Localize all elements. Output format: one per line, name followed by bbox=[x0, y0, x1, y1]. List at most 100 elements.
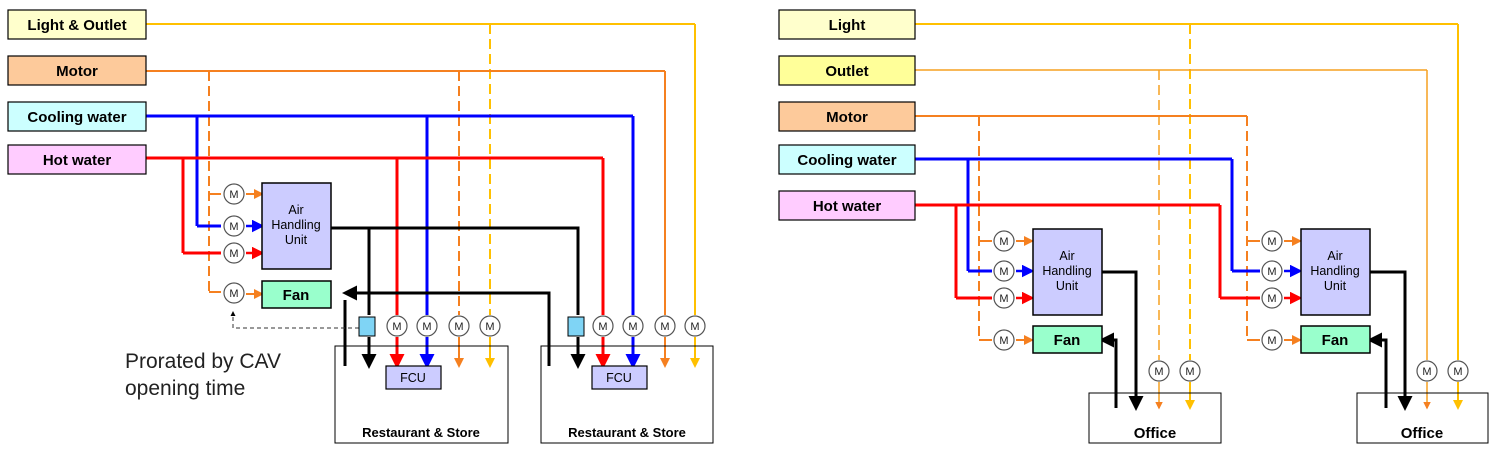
left-diagram: Light & Outlet Motor Cooling water Hot w… bbox=[7, 9, 714, 444]
svg-text:M: M bbox=[229, 288, 238, 300]
meter-icon: M bbox=[1148, 360, 1170, 382]
cav-box-1 bbox=[358, 316, 376, 337]
svg-text:Handling: Handling bbox=[1042, 264, 1091, 278]
svg-text:M: M bbox=[999, 293, 1008, 305]
svg-text:M: M bbox=[454, 321, 463, 333]
svg-text:M: M bbox=[999, 335, 1008, 347]
meter-icon: M bbox=[223, 215, 245, 237]
svg-text:M: M bbox=[1185, 366, 1194, 378]
meter-icon: M bbox=[993, 260, 1015, 282]
svg-text:Handling: Handling bbox=[1310, 264, 1359, 278]
meter-icon: M bbox=[1416, 360, 1438, 382]
svg-text:M: M bbox=[598, 321, 607, 333]
left-room-1: Restaurant & Store bbox=[334, 345, 509, 444]
right-office-2: Office bbox=[1356, 392, 1489, 444]
svg-text:M: M bbox=[690, 321, 699, 333]
svg-text:M: M bbox=[485, 321, 494, 333]
svg-text:Cooling water: Cooling water bbox=[27, 109, 126, 126]
svg-text:Restaurant & Store: Restaurant & Store bbox=[362, 425, 480, 440]
svg-text:M: M bbox=[999, 266, 1008, 278]
svg-text:Light: Light bbox=[829, 17, 866, 34]
meter-icon: M bbox=[1179, 360, 1201, 382]
svg-text:Office: Office bbox=[1401, 425, 1444, 442]
svg-text:Prorated by CAV: Prorated by CAV bbox=[125, 350, 281, 373]
left-air-handling-unit: Air Handling Unit bbox=[261, 182, 332, 270]
svg-text:Hot water: Hot water bbox=[43, 152, 112, 169]
meter-icon: M bbox=[1261, 287, 1283, 309]
svg-text:FCU: FCU bbox=[606, 371, 632, 385]
left-fan: Fan bbox=[261, 280, 332, 309]
meter-icon: M bbox=[223, 282, 245, 304]
svg-text:M: M bbox=[1267, 335, 1276, 347]
svg-text:M: M bbox=[628, 321, 637, 333]
svg-text:Restaurant & Store: Restaurant & Store bbox=[568, 425, 686, 440]
svg-text:Hot water: Hot water bbox=[813, 198, 882, 215]
left-utility-light-outlet: Light & Outlet bbox=[7, 9, 147, 40]
left-utility-cooling-water: Cooling water bbox=[7, 101, 147, 132]
right-air-handling-unit-2: Air Handling Unit bbox=[1300, 228, 1371, 316]
svg-text:Air: Air bbox=[288, 203, 303, 217]
svg-text:Unit: Unit bbox=[1056, 279, 1079, 293]
meter-icon: M bbox=[1261, 260, 1283, 282]
meter-icon: M bbox=[223, 242, 245, 264]
meter-icon: M bbox=[448, 315, 470, 337]
svg-text:M: M bbox=[1154, 366, 1163, 378]
svg-text:Outlet: Outlet bbox=[825, 63, 868, 80]
svg-text:M: M bbox=[1267, 293, 1276, 305]
svg-text:Handling: Handling bbox=[271, 218, 320, 232]
right-utility-hot-water: Hot water bbox=[778, 190, 916, 221]
right-utility-light: Light bbox=[778, 9, 916, 40]
meter-icon: M bbox=[993, 230, 1015, 252]
right-fan-2: Fan bbox=[1300, 325, 1371, 354]
cav-note: Prorated by CAV opening time bbox=[125, 350, 281, 400]
right-utility-motor: Motor bbox=[778, 101, 916, 132]
meter-icon: M bbox=[592, 315, 614, 337]
svg-text:M: M bbox=[229, 248, 238, 260]
right-office-1: Office bbox=[1088, 392, 1222, 444]
meter-icon: M bbox=[479, 315, 501, 337]
svg-text:Cooling water: Cooling water bbox=[797, 152, 896, 169]
meter-icon: M bbox=[993, 287, 1015, 309]
svg-text:M: M bbox=[392, 321, 401, 333]
meter-icon: M bbox=[993, 329, 1015, 351]
meter-icon: M bbox=[1447, 360, 1469, 382]
svg-text:M: M bbox=[1267, 266, 1276, 278]
svg-text:Fan: Fan bbox=[1054, 332, 1081, 349]
svg-text:M: M bbox=[422, 321, 431, 333]
left-utility-motor: Motor bbox=[7, 55, 147, 86]
svg-text:Air: Air bbox=[1059, 249, 1074, 263]
svg-text:Unit: Unit bbox=[1324, 279, 1347, 293]
svg-text:M: M bbox=[1267, 236, 1276, 248]
meter-icon: M bbox=[223, 183, 245, 205]
meter-icon: M bbox=[416, 315, 438, 337]
svg-text:M: M bbox=[1422, 366, 1431, 378]
meter-icon: M bbox=[654, 315, 676, 337]
svg-text:Motor: Motor bbox=[826, 109, 868, 126]
svg-text:Unit: Unit bbox=[285, 233, 308, 247]
meter-icon: M bbox=[1261, 329, 1283, 351]
right-air-handling-unit-1: Air Handling Unit bbox=[1032, 228, 1103, 316]
meter-icon: M bbox=[386, 315, 408, 337]
svg-text:Air: Air bbox=[1327, 249, 1342, 263]
meter-icon: M bbox=[622, 315, 644, 337]
svg-text:M: M bbox=[1453, 366, 1462, 378]
left-fcu-2: FCU bbox=[591, 365, 648, 390]
left-utility-hot-water: Hot water bbox=[7, 144, 147, 175]
svg-text:Office: Office bbox=[1134, 425, 1177, 442]
svg-text:M: M bbox=[229, 189, 238, 201]
right-fan-1: Fan bbox=[1032, 325, 1103, 354]
right-diagram: Light Outlet Motor Cooling water Hot wat… bbox=[778, 9, 1489, 444]
svg-text:M: M bbox=[229, 221, 238, 233]
meter-icon: M bbox=[1261, 230, 1283, 252]
svg-text:M: M bbox=[660, 321, 669, 333]
cav-box-2 bbox=[567, 316, 585, 337]
right-utility-outlet: Outlet bbox=[778, 55, 916, 86]
svg-text:M: M bbox=[999, 236, 1008, 248]
svg-text:opening time: opening time bbox=[125, 377, 245, 400]
left-room-2: Restaurant & Store bbox=[540, 345, 714, 444]
svg-text:FCU: FCU bbox=[400, 371, 426, 385]
meter-icon: M bbox=[684, 315, 706, 337]
left-fcu-1: FCU bbox=[385, 365, 442, 390]
svg-text:Fan: Fan bbox=[283, 287, 310, 304]
